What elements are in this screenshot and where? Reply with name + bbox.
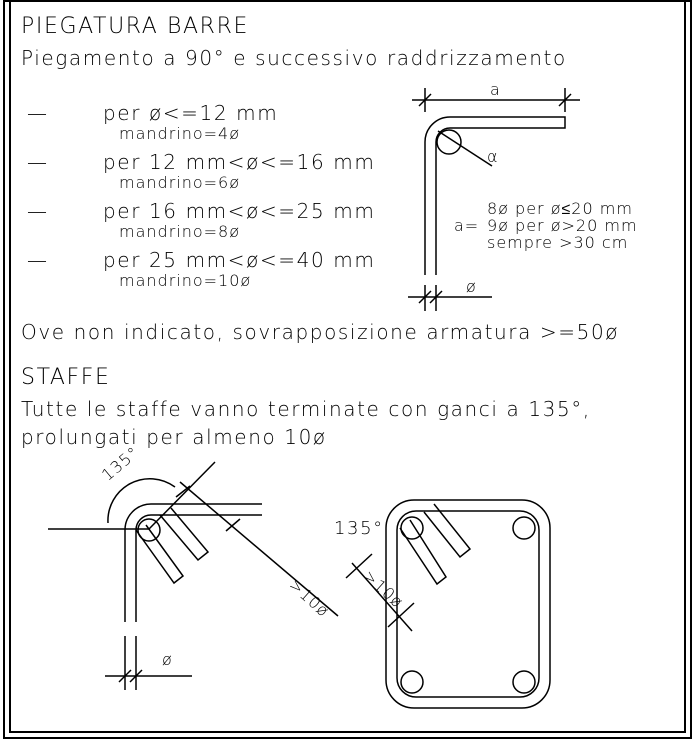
hook-dim-phi — [105, 636, 192, 690]
a-formula-line1: 8ø per ø≤20 mm — [487, 199, 633, 218]
dim-phi-label: ø — [466, 277, 477, 296]
stirrup-bar-circle — [400, 516, 424, 540]
rule-range: per 16 mm<ø<=25 mm — [103, 199, 376, 223]
rule-dash: — — [27, 199, 49, 223]
section-title-staffe: STAFFE — [21, 365, 111, 390]
bent-bar — [424, 116, 566, 275]
alpha-leader — [437, 130, 493, 167]
stirrup-shape — [385, 499, 551, 709]
rule-mandrel: mandrino=8ø — [119, 222, 241, 241]
a-formula-line2: 9ø per ø>20 mm — [487, 216, 638, 235]
stirrup-bar-circle — [400, 670, 424, 694]
hook-phi-label: ø — [162, 650, 173, 669]
stirrup-angle-label: 135° — [334, 518, 384, 539]
rule-mandrel: mandrino=6ø — [119, 173, 241, 192]
rule-mandrel: mandrino=4ø — [119, 124, 241, 143]
rule-mandrel: mandrino=10ø — [119, 271, 252, 290]
stirrup-bar-circle — [512, 516, 536, 540]
stirrup-length-dim — [351, 562, 413, 632]
hook-mandrel-circle — [137, 518, 161, 542]
inner-frame — [9, 0, 686, 733]
dim-tick — [225, 518, 241, 532]
stirrup-bar-circle — [512, 670, 536, 694]
rule-dash: — — [27, 101, 49, 125]
hook-bar — [124, 503, 262, 622]
outer-frame — [3, 0, 692, 739]
dim-tick — [387, 602, 415, 628]
hook-length-dim — [179, 481, 339, 617]
hook-ref-diagonal — [148, 461, 216, 530]
mandrel-circle — [436, 129, 462, 155]
rule-range: per ø<=12 mm — [103, 101, 279, 125]
dim-a — [412, 88, 580, 112]
dim-tick — [345, 553, 373, 579]
dim-a-label: a — [490, 80, 501, 99]
staffe-note-line2: prolungati per almeno 10ø — [21, 425, 327, 449]
overlap-note: Ove non indicato, sovrapposizione armatu… — [21, 320, 620, 344]
section-subtitle-piegamento: Piegamento a 90° e successivo raddrizzam… — [21, 46, 567, 70]
a-formula-prefix: a= — [454, 216, 480, 235]
a-formula-line3: sempre >30 cm — [487, 233, 629, 252]
dim-tick — [175, 485, 191, 498]
dim-alpha-label: α — [487, 147, 499, 166]
rule-dash: — — [27, 248, 49, 272]
section-title-piegatura: PIEGATURA BARRE — [21, 14, 249, 39]
rule-dash: — — [27, 150, 49, 174]
hook-angle-arc — [107, 477, 176, 524]
rule-range: per 25 mm<ø<=40 mm — [103, 248, 376, 272]
rule-range: per 12 mm<ø<=16 mm — [103, 150, 376, 174]
dim-phi — [408, 285, 492, 311]
staffe-note-line1: Tutte le staffe vanno terminate con ganc… — [21, 397, 591, 421]
